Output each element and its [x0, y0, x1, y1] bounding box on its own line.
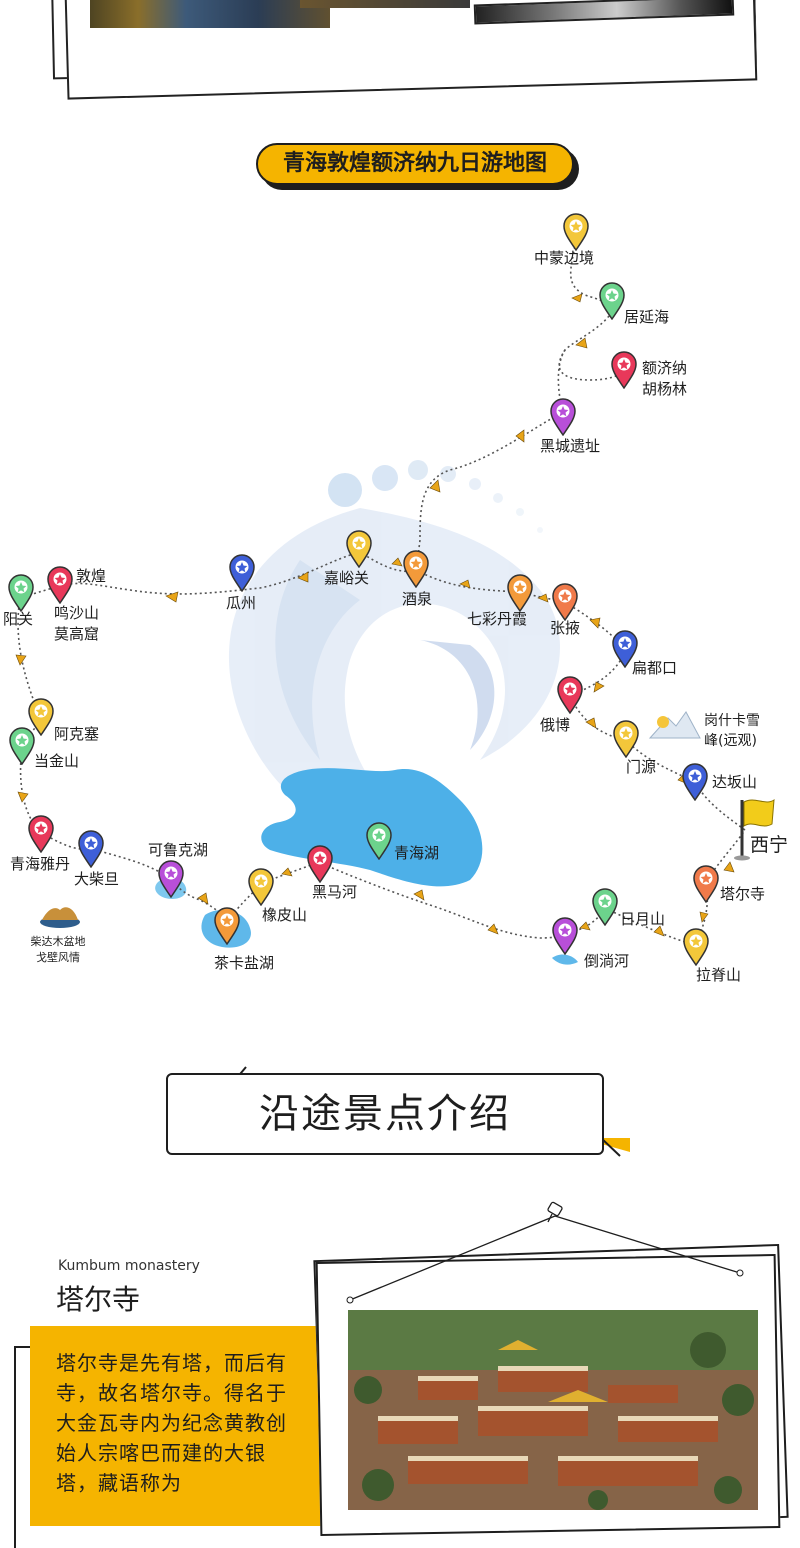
map-pin-icon[interactable]	[613, 720, 639, 758]
place-label: 大柴旦	[74, 870, 120, 888]
place-label: 青海雅丹	[10, 855, 71, 873]
place-label: 居延海	[624, 308, 670, 326]
map-title: 青海敦煌额济纳九日游地图	[256, 143, 574, 185]
hanging-string	[346, 1201, 744, 1304]
place-label: 茶卡盐湖	[214, 954, 275, 972]
map-pin-icon[interactable]	[552, 917, 578, 955]
map-pin-icon[interactable]	[248, 868, 274, 906]
map-pin-icon[interactable]	[403, 550, 429, 588]
place-label: 瓜州	[226, 594, 257, 612]
place-label: 塔尔寺	[720, 885, 766, 903]
place-label: 莫高窟	[54, 625, 100, 643]
place-label: 戈壁风情	[36, 951, 80, 964]
map-pin-icon[interactable]	[47, 566, 73, 604]
place-label: 橡皮山	[262, 906, 308, 924]
place-label: 峰(远观)	[704, 733, 757, 749]
map-pin-icon[interactable]	[346, 530, 372, 568]
place-label: 中蒙边境	[534, 249, 595, 267]
map-pin-icon[interactable]	[693, 865, 719, 903]
flag-icon	[734, 799, 775, 861]
place-label: 达坂山	[712, 773, 758, 791]
place-label: 七彩丹霞	[467, 610, 528, 628]
map-pin-icon[interactable]	[366, 822, 392, 860]
map-pin-icon[interactable]	[599, 282, 625, 320]
map-pin-icon[interactable]	[214, 907, 240, 945]
section-title: 沿途景点介绍	[259, 1091, 511, 1137]
place-label: 黑城遗址	[540, 437, 601, 455]
map-pin-icon[interactable]	[9, 727, 35, 765]
place-label: 柴达木盆地	[30, 935, 86, 948]
landscape-photo	[300, 0, 470, 8]
place-label: 胡杨林	[642, 380, 688, 398]
pin-icon	[547, 1201, 563, 1223]
place-label: 张掖	[550, 619, 581, 637]
map-pin-icon[interactable]	[563, 213, 589, 251]
place-label: 门源	[626, 758, 657, 776]
place-label: 日月山	[620, 910, 666, 928]
map-pin-icon[interactable]	[550, 398, 576, 436]
map-pin-icon[interactable]	[683, 928, 709, 966]
map-pin-icon[interactable]	[682, 763, 708, 801]
map-pin-icon[interactable]	[307, 845, 333, 883]
map-pin-icon[interactable]	[8, 574, 34, 612]
description-card: 塔尔寺是先有塔，而后有寺，故名塔尔寺。得名于大金瓦寺内为纪念黄教创始人宗喀巴而建…	[30, 1326, 322, 1526]
place-label: 岗什卡雪	[704, 713, 760, 729]
place-label: 青海湖	[394, 844, 440, 862]
place-label: 可鲁克湖	[148, 841, 209, 859]
place-label: 扁都口	[632, 659, 678, 677]
map-pin-icon[interactable]	[78, 830, 104, 868]
background-logo	[228, 460, 560, 842]
map-pin-icon[interactable]	[507, 574, 533, 612]
place-label: 额济纳	[642, 359, 688, 377]
place-label: 俄博	[540, 716, 571, 734]
place-label: 鸣沙山	[54, 604, 100, 622]
desert-icon	[40, 907, 80, 928]
map-pin-icon[interactable]	[28, 698, 54, 736]
place-label: 当金山	[34, 752, 80, 770]
place-label: 阳关	[3, 610, 34, 628]
attraction-english-name: Kumbum monastery	[58, 1258, 200, 1274]
place-label: 黑马河	[312, 883, 358, 901]
map-pin-icon[interactable]	[592, 888, 618, 926]
map-pin-icon[interactable]	[557, 676, 583, 714]
map-pin-icon[interactable]	[612, 630, 638, 668]
attraction-description: 塔尔寺是先有塔，而后有寺，故名塔尔寺。得名于大金瓦寺内为纪念黄教创始人宗喀巴而建…	[56, 1351, 287, 1495]
place-label: 嘉峪关	[324, 569, 370, 587]
place-label: 倒淌河	[584, 952, 630, 970]
place-label: 酒泉	[402, 590, 433, 608]
route-map	[15, 241, 775, 965]
snow-mountain-icon	[648, 711, 701, 739]
map-pin-icon[interactable]	[158, 860, 184, 898]
place-label: 西宁	[750, 834, 789, 856]
landscape-photo	[90, 0, 330, 28]
map-pin-icon[interactable]	[229, 554, 255, 592]
map-pin-icon[interactable]	[28, 815, 54, 853]
place-label: 敦煌	[76, 567, 107, 585]
attraction-name: 塔尔寺	[56, 1283, 141, 1316]
map-pin-icon[interactable]	[552, 583, 578, 621]
section-title-box	[166, 1073, 604, 1155]
place-label: 拉脊山	[696, 966, 742, 984]
temple-photo	[348, 1310, 758, 1510]
daotang-river	[552, 954, 578, 965]
place-label: 阿克塞	[54, 725, 100, 743]
map-pin-icon[interactable]	[611, 351, 637, 389]
